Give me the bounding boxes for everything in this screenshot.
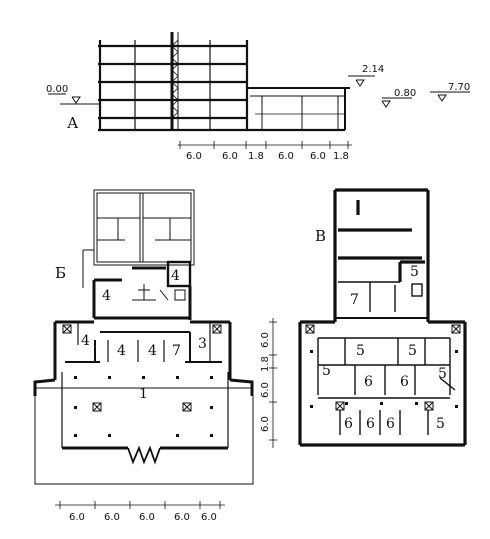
dimension-label: 6.0 xyxy=(310,151,326,162)
room-number: 7 xyxy=(172,343,181,359)
room-number: 1 xyxy=(139,386,148,402)
dimension-label: 6.0 xyxy=(260,332,271,348)
room-number: 4 xyxy=(148,343,157,359)
room-number: 5 xyxy=(322,363,331,379)
room-number: 3 xyxy=(198,336,207,352)
elevation-label: 2.14 xyxy=(362,64,384,75)
room-number: 4 xyxy=(102,288,111,304)
floor-plan-v: В 5 7 5 5 5 6 6 5 6 6 6 5 xyxy=(298,188,467,447)
plan-label: В xyxy=(315,227,326,245)
room-number: 4 xyxy=(171,268,180,284)
dimension-label: 6.0 xyxy=(69,512,85,523)
plan-label: Б xyxy=(55,264,66,282)
room-number: 4 xyxy=(81,333,90,349)
dimension-label: 1.8 xyxy=(260,356,271,372)
dimension-label: 6.0 xyxy=(186,151,202,162)
room-number: 6 xyxy=(386,416,395,432)
dimension-label: 6.0 xyxy=(260,382,271,398)
dimension-label: 6.0 xyxy=(139,512,155,523)
room-number: 5 xyxy=(408,343,417,359)
dimension-label: 6.0 xyxy=(174,512,190,523)
room-number: 5 xyxy=(356,343,365,359)
room-number: 6 xyxy=(366,416,375,432)
section-label: А xyxy=(67,114,79,132)
room-number: 5 xyxy=(436,416,445,432)
dimension-label: 6.0 xyxy=(104,512,120,523)
room-number: 4 xyxy=(117,343,126,359)
room-number: 7 xyxy=(350,292,359,308)
floor-plan-b: Б 4 4 4 4 4 7 3 1 6.0 6.0 6.0 6.0 6.0 xyxy=(33,189,277,523)
elevation-label: 7.70 xyxy=(448,82,470,93)
room-number: 6 xyxy=(344,416,353,432)
building-section: 0.00 2.14 0.80 7.70 А 6.0 6.0 1.8 6.0 6.… xyxy=(46,32,470,162)
dimension-label: 6.0 xyxy=(201,512,217,523)
dimension-label: 6.0 xyxy=(278,151,294,162)
dimension-label: 6.0 xyxy=(260,416,271,432)
dimension-label: 1.8 xyxy=(248,151,264,162)
room-number: 5 xyxy=(438,366,447,382)
room-number: 5 xyxy=(410,264,419,280)
elevation-label: 0.80 xyxy=(394,88,416,99)
room-number: 6 xyxy=(400,374,409,390)
dimension-label: 6.0 xyxy=(222,151,238,162)
elevation-label: 0.00 xyxy=(46,84,68,95)
room-number: 6 xyxy=(364,374,373,390)
dimension-label: 1.8 xyxy=(333,151,349,162)
